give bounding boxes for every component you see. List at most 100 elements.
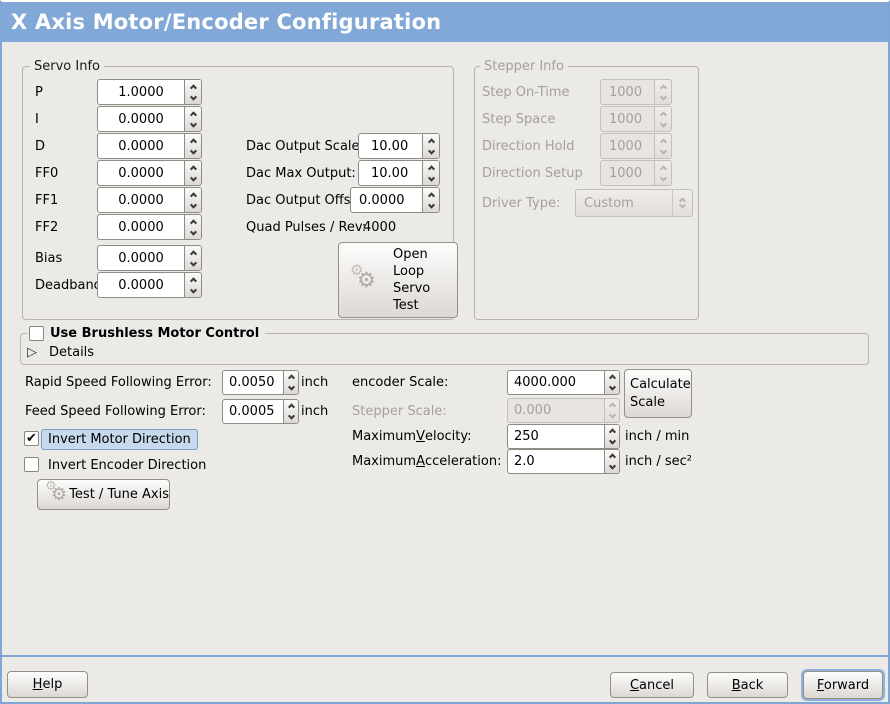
calculate-scale-button[interactable]: Calculate Scale <box>624 369 692 418</box>
spin-up-button[interactable] <box>423 161 439 173</box>
spin-up-button[interactable] <box>185 134 201 146</box>
spin-up-button[interactable] <box>185 273 201 285</box>
spin-down-button[interactable] <box>185 92 201 104</box>
spin-down-button[interactable] <box>185 146 201 158</box>
details-expander-label[interactable]: Details <box>49 345 95 360</box>
spin-down-button[interactable] <box>185 227 201 239</box>
forward-button[interactable]: Forward <box>803 671 883 699</box>
d-spinbox[interactable]: 0.0000 <box>97 133 202 159</box>
chevron-up-icon <box>608 374 616 382</box>
spin-down-button <box>655 119 671 131</box>
invert-encoder-checkbox[interactable] <box>24 457 39 472</box>
driver-type-label: Driver Type: <box>482 195 561 211</box>
help-button[interactable]: Help <box>7 671 88 698</box>
cancel-button[interactable]: Cancel <box>610 672 694 698</box>
dac-output-offset-spinbox[interactable]: 0.0000 <box>350 187 440 213</box>
back-button[interactable]: Back <box>707 672 788 698</box>
direction-hold-label: Direction Hold <box>482 138 575 154</box>
spin-down-button[interactable] <box>185 258 201 270</box>
chevron-down-icon <box>189 286 197 294</box>
spin-down-button[interactable] <box>605 383 619 395</box>
stepper-scale-spinbox: 0.000 <box>507 398 620 423</box>
spin-up-button[interactable] <box>423 188 439 200</box>
dac-output-offset-label: Dac Output Offset: <box>246 192 368 208</box>
invert-motor-label[interactable]: Invert Motor Direction <box>41 429 198 450</box>
spin-up-button[interactable] <box>185 107 201 119</box>
bias-spinbox[interactable]: 0.0000 <box>97 245 202 271</box>
feed-following-error-input[interactable]: 0.0005 <box>229 404 275 419</box>
dac-output-scale-input[interactable]: 10.00 <box>371 138 409 154</box>
direction-setup-label: Direction Setup <box>482 165 583 181</box>
rapid-following-error-label: Rapid Speed Following Error: <box>25 375 212 390</box>
dac-output-offset-input[interactable]: 0.0000 <box>359 192 405 208</box>
spin-up-button[interactable] <box>605 371 619 383</box>
spin-up-button[interactable] <box>605 450 619 462</box>
chevron-up-icon <box>427 137 435 145</box>
spin-up-button[interactable] <box>185 215 201 227</box>
deadband-spinbox[interactable]: 0.0000 <box>97 272 202 298</box>
spin-down-button[interactable] <box>185 200 201 212</box>
use-brushless-label[interactable]: Use Brushless Motor Control <box>50 326 260 341</box>
spin-down-button[interactable] <box>185 173 201 185</box>
i-spinbox[interactable]: 0.0000 <box>97 106 202 132</box>
p-input[interactable]: 1.0000 <box>118 84 164 100</box>
step-space-label: Step Space <box>482 111 556 127</box>
spin-up-button[interactable] <box>284 371 298 383</box>
invert-encoder-label[interactable]: Invert Encoder Direction <box>48 457 207 473</box>
spin-down-button[interactable] <box>185 119 201 131</box>
feed-following-error-spinbox[interactable]: 0.0005 <box>222 399 299 424</box>
use-brushless-checkbox[interactable] <box>29 326 44 341</box>
spin-down-button[interactable] <box>423 146 439 158</box>
spin-up-button[interactable] <box>185 246 201 258</box>
spin-up-button[interactable] <box>423 134 439 146</box>
i-input[interactable]: 0.0000 <box>118 111 164 127</box>
spin-down-button[interactable] <box>423 200 439 212</box>
spin-down-button[interactable] <box>423 173 439 185</box>
spin-down-button[interactable] <box>284 383 298 395</box>
direction-setup-input: 1000 <box>609 165 643 181</box>
dac-output-scale-spinbox[interactable]: 10.00 <box>358 133 440 159</box>
p-spinbox[interactable]: 1.0000 <box>97 79 202 105</box>
spin-down-button[interactable] <box>605 462 619 474</box>
test-tune-axis-button[interactable]: Test / Tune Axis <box>37 479 170 510</box>
ff2-input[interactable]: 0.0000 <box>118 219 164 235</box>
chevron-down-icon <box>287 383 295 391</box>
spin-down-button[interactable] <box>605 437 619 449</box>
ff2-spinbox[interactable]: 0.0000 <box>97 214 202 240</box>
dac-max-output-input[interactable]: 10.00 <box>371 165 409 181</box>
encoder-scale-input[interactable]: 4000.000 <box>514 375 577 390</box>
rapid-following-error-input[interactable]: 0.0050 <box>229 375 275 390</box>
spin-up-button <box>655 80 671 92</box>
deadband-input[interactable]: 0.0000 <box>118 277 164 293</box>
invert-motor-checkbox[interactable]: ✔ <box>24 431 39 446</box>
spin-down-button[interactable] <box>185 285 201 297</box>
ff1-input[interactable]: 0.0000 <box>118 192 164 208</box>
rapid-following-error-spinbox[interactable]: 0.0050 <box>222 370 299 395</box>
dac-max-output-spinbox[interactable]: 10.00 <box>358 160 440 186</box>
step-on-time-spinbox: 1000 <box>600 79 672 105</box>
ff0-spinbox[interactable]: 0.0000 <box>97 160 202 186</box>
encoder-scale-spinbox[interactable]: 4000.000 <box>507 370 620 395</box>
ff0-input[interactable]: 0.0000 <box>118 165 164 181</box>
expander-arrow-icon[interactable]: ▷ <box>27 345 37 360</box>
ff1-spinbox[interactable]: 0.0000 <box>97 187 202 213</box>
d-input[interactable]: 0.0000 <box>118 138 164 154</box>
chevron-up-icon <box>608 402 616 410</box>
max-acceleration-spinbox[interactable]: 2.0 <box>507 449 620 474</box>
spin-up-button[interactable] <box>185 161 201 173</box>
open-loop-servo-test-button[interactable]: Open Loop Servo Test <box>338 242 458 318</box>
max-velocity-spinbox[interactable]: 250 <box>507 424 620 449</box>
open-loop-button-line: Test <box>393 298 419 313</box>
spin-down-button[interactable] <box>284 412 298 424</box>
max-velocity-input[interactable]: 250 <box>514 429 539 444</box>
chevron-up-icon <box>189 83 197 91</box>
max-acceleration-input[interactable]: 2.0 <box>514 454 535 469</box>
chevron-up-icon <box>189 164 197 172</box>
spin-up-button[interactable] <box>185 188 201 200</box>
spin-up-button[interactable] <box>185 80 201 92</box>
chevron-down-icon <box>189 120 197 128</box>
spin-up-button[interactable] <box>605 425 619 437</box>
calculate-scale-label: Calculate Scale <box>630 376 691 410</box>
spin-up-button[interactable] <box>284 400 298 412</box>
bias-input[interactable]: 0.0000 <box>118 250 164 266</box>
